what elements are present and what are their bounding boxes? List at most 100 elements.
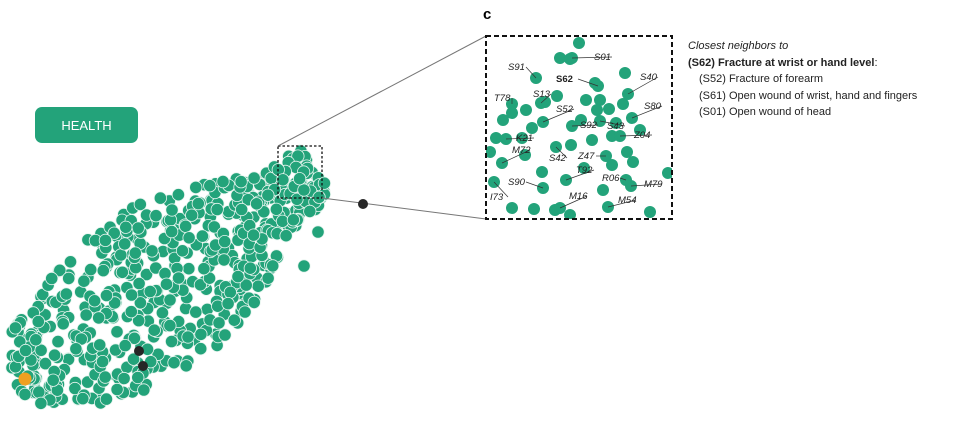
embedding-point xyxy=(132,276,146,291)
embedding-point xyxy=(195,229,209,243)
connector-line xyxy=(321,197,487,220)
embedding-point xyxy=(18,387,32,401)
embedding-point xyxy=(34,396,48,410)
embedding-point xyxy=(194,327,208,341)
leader-line xyxy=(525,181,544,189)
embedding-point xyxy=(99,288,114,303)
embedding-point xyxy=(98,370,112,384)
embedding-point xyxy=(286,213,300,227)
embedding-point xyxy=(59,287,73,301)
embedding-point xyxy=(119,220,133,234)
embedding-point xyxy=(203,179,217,193)
legend-main-line: (S62) Fracture at wrist or hand level: xyxy=(688,55,917,72)
embedding-point xyxy=(143,284,157,299)
zoom-point xyxy=(610,117,622,129)
embedding-point xyxy=(163,293,177,307)
legend-item: (S52) Fracture of forearm xyxy=(699,73,824,85)
embedding-point xyxy=(31,314,45,329)
zoom-label: S40 xyxy=(640,72,658,83)
legend-item: (S01) Open wound of head xyxy=(699,106,832,118)
embedding-point xyxy=(216,175,230,189)
leader-line xyxy=(571,124,599,127)
embedding-point xyxy=(212,316,226,330)
leader-line xyxy=(501,149,531,164)
embedding-point xyxy=(218,235,232,249)
embedding-point xyxy=(165,225,179,239)
embedding-point xyxy=(46,373,60,387)
zoom-point xyxy=(564,209,576,219)
embedding-point xyxy=(155,306,169,320)
embedding-point xyxy=(194,342,208,356)
zoom-point xyxy=(573,37,585,49)
embedding-point xyxy=(261,188,275,202)
zoom-label: S43 xyxy=(607,121,625,132)
zoom-point xyxy=(506,107,518,119)
embedding-point xyxy=(131,370,145,385)
embedding-point xyxy=(53,263,67,277)
embedding-point xyxy=(251,279,265,293)
zoom-label: R06 xyxy=(602,173,620,184)
embedding-point xyxy=(115,265,130,279)
leader-line xyxy=(619,177,627,181)
dark-point xyxy=(134,346,144,356)
zoom-point xyxy=(536,166,548,178)
embedding-point xyxy=(189,180,203,194)
embedding-point xyxy=(167,356,181,370)
zoom-point xyxy=(597,184,609,196)
embedding-point xyxy=(124,305,138,319)
embedding-point xyxy=(266,259,280,273)
zoom-label: S80 xyxy=(644,101,662,112)
embedding-point xyxy=(172,271,186,285)
embedding-point xyxy=(159,277,174,291)
embedding-point xyxy=(238,305,252,319)
embedding-point xyxy=(250,197,264,211)
embedding-point xyxy=(197,262,211,276)
legend-main-code: (S62) Fracture at wrist or hand level xyxy=(688,56,875,69)
zoom-label: S92 xyxy=(580,120,598,131)
zoom-point xyxy=(603,103,615,115)
dark-point xyxy=(138,361,148,371)
embedding-point xyxy=(99,392,114,406)
leader-line xyxy=(540,93,552,104)
embedding-point xyxy=(189,305,203,319)
zoom-point xyxy=(551,90,563,102)
embedding-point xyxy=(127,352,141,366)
zoom-source-box xyxy=(277,145,323,199)
embedding-point xyxy=(139,267,154,282)
embedding-point xyxy=(179,359,193,373)
legend-main-suffix: : xyxy=(874,56,878,69)
embedding-point xyxy=(279,229,293,243)
embedding-point xyxy=(131,221,145,235)
zoom-label: M72 xyxy=(512,145,531,156)
zoom-label: S13 xyxy=(533,89,551,100)
embedding-point xyxy=(137,383,151,397)
embedding-point xyxy=(303,204,317,218)
embedding-point xyxy=(88,294,102,308)
zoom-point xyxy=(520,104,532,116)
leader-line xyxy=(505,137,535,140)
embedding-point xyxy=(133,197,147,211)
embedding-point xyxy=(32,385,46,399)
leader-line xyxy=(555,146,568,159)
embedding-point xyxy=(132,313,146,328)
zoom-label: I73 xyxy=(490,192,504,203)
embedding-point xyxy=(56,317,70,331)
zoom-label: Z47 xyxy=(577,151,595,162)
zoom-label: S01 xyxy=(594,52,611,63)
health-badge: HEALTH xyxy=(35,107,138,143)
embedding-point xyxy=(63,255,78,269)
zoom-label: K21 xyxy=(516,133,533,144)
zoom-connectors xyxy=(277,35,487,220)
legend-item: (S61) Open wound of wrist, hand and fing… xyxy=(699,89,918,102)
embedding-point xyxy=(235,202,249,217)
embedding-point xyxy=(175,244,190,258)
zoom-label: S90 xyxy=(508,177,526,188)
embedding-point xyxy=(239,278,253,292)
embedding-point xyxy=(171,188,185,202)
zoom-point xyxy=(580,94,592,106)
embedding-point xyxy=(68,381,82,396)
embedding-point xyxy=(145,244,159,258)
embedding-point xyxy=(276,173,290,187)
